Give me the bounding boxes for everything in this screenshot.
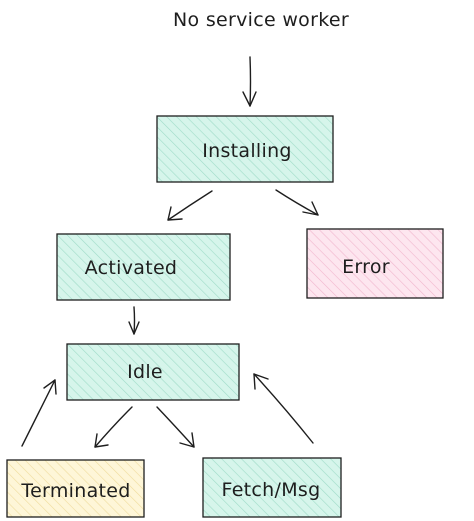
edge-start-to-installing xyxy=(242,56,257,107)
edge-terminated-to-idle xyxy=(21,379,57,447)
edge-activated-to-idle xyxy=(128,306,140,335)
node-fetch: Fetch/Msg xyxy=(202,457,342,518)
node-activated: Activated xyxy=(56,233,231,301)
node-idle: Idle xyxy=(66,343,240,401)
edge-fetch-to-idle xyxy=(253,373,314,444)
edge-idle-to-fetch xyxy=(156,406,195,448)
node-idle-label: Idle xyxy=(127,361,163,383)
node-error-label: Error xyxy=(342,256,390,278)
node-installing-label: Installing xyxy=(202,140,292,162)
edge-installing-to-activated xyxy=(167,190,213,221)
node-activated-label: Activated xyxy=(85,257,178,279)
node-terminated: Terminated xyxy=(6,459,145,518)
node-installing: Installing xyxy=(156,115,334,183)
node-terminated-label: Terminated xyxy=(20,480,130,502)
start-label: No service worker xyxy=(173,9,349,31)
edge-idle-to-terminated xyxy=(94,406,133,448)
node-error: Error xyxy=(306,228,444,299)
edge-installing-to-error xyxy=(275,189,319,216)
node-fetch-label: Fetch/Msg xyxy=(222,479,321,501)
